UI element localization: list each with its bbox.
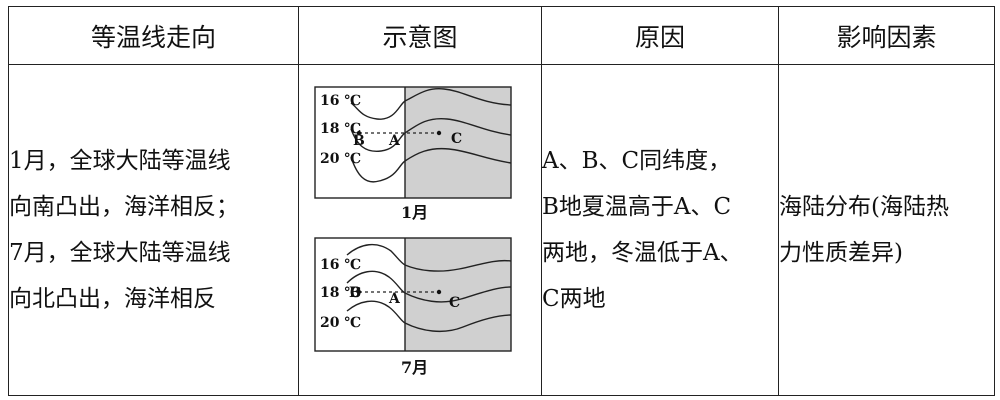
reason-line: A、B、C同纬度， <box>542 148 732 174</box>
isotherm-diagrams: 16 ℃ 18 ℃ 20 ℃ B A C 1月 <box>314 86 512 377</box>
point-b <box>356 130 362 136</box>
point-b <box>356 289 362 295</box>
trend-cell: 1月，全球大陆等温线 向南凸出，海洋相反； 7月，全球大陆等温线 向北凸出，海洋… <box>8 64 299 396</box>
factor-line: 力性质差异) <box>779 240 903 266</box>
july-panel: 16 ℃ 18 ℃ 20 ℃ B A C 7月 <box>314 237 512 377</box>
content-row: 1月，全球大陆等温线 向南凸出，海洋相反； 7月，全球大陆等温线 向北凸出，海洋… <box>8 64 995 396</box>
label-20: 20 ℃ <box>320 315 361 331</box>
factor-cell: 海陆分布(海陆热 力性质差异) <box>778 64 995 396</box>
reason-line: B地夏温高于A、C <box>542 194 732 220</box>
trend-line: 7月，全球大陆等温线 <box>9 240 231 266</box>
sea-area <box>405 238 511 351</box>
reason-line: 两地，冬温低于A、 <box>542 240 743 266</box>
label-b: B <box>349 285 361 301</box>
january-panel: 16 ℃ 18 ℃ 20 ℃ B A C 1月 <box>314 86 512 222</box>
comparison-table: 等温线走向 示意图 原因 影响因素 1月，全球大陆等温线 向南凸出，海洋相反； … <box>8 6 995 396</box>
map-frame <box>314 237 512 352</box>
caption-july: 7月 <box>401 358 428 377</box>
label-a: A <box>388 133 401 149</box>
label-18: 18 ℃ <box>320 121 361 137</box>
isotherm-16 <box>350 87 512 120</box>
reason-cell: A、B、C同纬度， B地夏温高于A、C 两地，冬温低于A、 C两地 <box>541 64 779 396</box>
header-row: 等温线走向 示意图 原因 影响因素 <box>8 6 995 65</box>
isotherm-18 <box>346 270 512 303</box>
isotherm-16 <box>346 244 512 272</box>
point-c <box>436 130 442 136</box>
header-reason: 原因 <box>541 6 779 65</box>
header-trend: 等温线走向 <box>8 6 299 65</box>
label-a: A <box>388 291 401 307</box>
caption-january: 1月 <box>401 203 428 222</box>
label-b: B <box>353 133 365 149</box>
isotherm-20 <box>346 300 512 333</box>
label-c: C <box>449 295 460 311</box>
header-factor: 影响因素 <box>778 6 995 65</box>
trend-line: 向南凸出，海洋相反； <box>9 194 239 220</box>
reason-line: C两地 <box>542 286 606 312</box>
diagram-cell: 16 ℃ 18 ℃ 20 ℃ B A C 1月 <box>298 64 542 396</box>
trend-line: 向北凸出，海洋相反 <box>9 286 216 312</box>
isotherm-18 <box>350 117 512 152</box>
label-18: 18 ℃ <box>320 285 361 301</box>
factor-line: 海陆分布(海陆热 <box>779 194 949 220</box>
trend-line: 1月，全球大陆等温线 <box>9 148 231 174</box>
label-20: 20 ℃ <box>320 151 361 167</box>
label-16: 16 ℃ <box>320 93 361 109</box>
isotherm-20 <box>350 147 512 183</box>
sea-area <box>405 87 511 198</box>
point-c <box>436 289 442 295</box>
label-c: C <box>451 131 462 147</box>
map-frame <box>314 86 512 199</box>
header-diagram: 示意图 <box>298 6 542 65</box>
label-16: 16 ℃ <box>320 257 361 273</box>
